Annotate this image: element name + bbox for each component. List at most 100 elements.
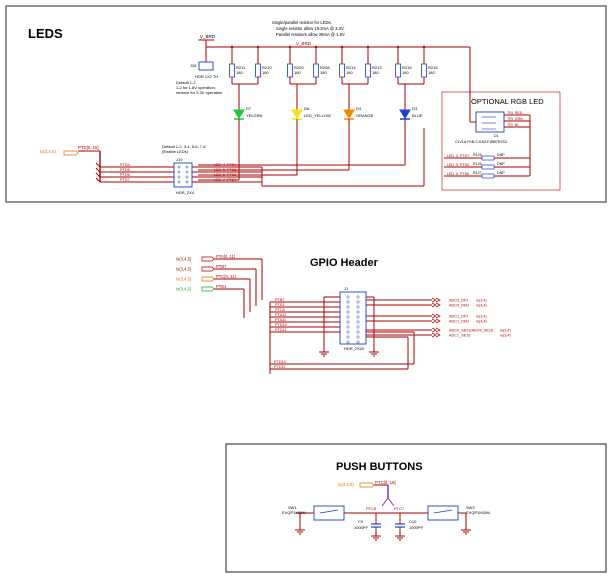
header-pin bbox=[346, 335, 350, 339]
ptd-bus-label: PTD[0..15] bbox=[78, 145, 99, 150]
resistor-ref: R214 bbox=[346, 65, 356, 70]
resistor-r213 bbox=[365, 63, 371, 78]
resistor-ref: R209 bbox=[294, 65, 304, 70]
rgb-resistor-ref: R126 bbox=[473, 162, 482, 166]
header-pin bbox=[346, 325, 350, 329]
c10-ground-symbol bbox=[395, 535, 405, 541]
resistor-value: 180 bbox=[428, 70, 435, 75]
led-d7-icon bbox=[233, 109, 245, 119]
buttons-bus-label: PTC[0..15] bbox=[375, 480, 396, 485]
header-pin bbox=[356, 310, 360, 314]
resistor-r125 bbox=[481, 155, 495, 161]
gpio-input-net: PTB7 bbox=[216, 264, 227, 269]
jumper-j26 bbox=[198, 61, 214, 71]
led-ref: D7 bbox=[246, 106, 252, 111]
led-name: LED_YELLOW bbox=[304, 113, 331, 118]
junction-dot bbox=[422, 45, 426, 49]
led-d4-icon bbox=[343, 109, 355, 119]
header-pin bbox=[346, 310, 350, 314]
gpio-bottom-net: PTD10 bbox=[274, 360, 286, 364]
resistor-ref: R216 bbox=[402, 65, 412, 70]
led-net-label: LED_6_PTD6 bbox=[214, 173, 236, 177]
sw2-ground-symbol bbox=[461, 529, 471, 535]
resistor-r126 bbox=[481, 164, 495, 170]
gpio-adc-io: io(3,4) bbox=[476, 320, 487, 324]
header-pin bbox=[346, 320, 350, 324]
junction-dot bbox=[366, 45, 370, 49]
gpio-io-label: io(3,4,5) bbox=[176, 257, 192, 262]
rgb-net-label: LED_5_PTD5 bbox=[447, 163, 469, 167]
resistor-ref: R215 bbox=[428, 65, 438, 70]
header-pin bbox=[356, 295, 360, 299]
j26-part: HDR 1X2 TH bbox=[195, 74, 218, 79]
sw1-ref: SW1 bbox=[288, 505, 297, 510]
gpio-port-arrow bbox=[431, 327, 441, 333]
gpio-input-port bbox=[201, 286, 215, 292]
resistor-value: 180 bbox=[320, 70, 327, 75]
gpio-adc-net: ADC0_DP1 bbox=[449, 299, 469, 303]
gpio-port-arrow bbox=[431, 297, 441, 303]
gpio-adc-net: ADC0_DM1 bbox=[449, 304, 469, 308]
vbrd-net-label: V_BRD bbox=[296, 41, 312, 46]
gpio-adc-net: ADC0_SE23/ADC0_SE16 bbox=[449, 329, 493, 333]
junction-dot bbox=[288, 45, 292, 49]
header-pin bbox=[356, 330, 360, 334]
gpio-left-net: PTA10 bbox=[275, 313, 286, 317]
vbrd-label: V_BRD bbox=[200, 34, 216, 39]
leds-title: LEDS bbox=[28, 26, 63, 41]
junction-dot bbox=[314, 45, 318, 49]
gpio-title: GPIO Header bbox=[310, 257, 379, 269]
resistor-value: 180 bbox=[372, 70, 379, 75]
led-d3-icon bbox=[399, 109, 411, 119]
header-pin bbox=[185, 165, 189, 169]
bus-entry bbox=[95, 172, 101, 178]
rgb-resistor-value: DNP bbox=[497, 162, 505, 166]
header-pin bbox=[346, 305, 350, 309]
gpio-bottom-net: PTD11 bbox=[274, 365, 286, 369]
led-name: ORANGE bbox=[356, 113, 374, 118]
gpio-input-net: PTC[0..11] bbox=[216, 274, 236, 279]
header-pin bbox=[346, 315, 350, 319]
gpio-left-net: PTC6 bbox=[275, 308, 285, 312]
gpio-input-net: PTE4 bbox=[216, 284, 227, 289]
ptd-bus-port bbox=[63, 150, 79, 156]
sw2-ref: SW2 bbox=[466, 505, 475, 510]
header-pin bbox=[346, 340, 350, 344]
gpio-left-net: PTE4 bbox=[275, 303, 285, 307]
resistor-r127 bbox=[481, 173, 495, 179]
c9-ref: C9 bbox=[358, 519, 364, 524]
j19-note-2: (Enable LEDs) bbox=[162, 149, 189, 154]
header-pin bbox=[356, 315, 360, 319]
buttons-title: PUSH BUTTONS bbox=[336, 461, 423, 473]
gpio-adc-io: io(3,4) bbox=[500, 329, 511, 333]
gpio-left-ground-symbol bbox=[319, 351, 329, 357]
rgb-net-label: LED_4_PTD7 bbox=[447, 154, 469, 158]
leds-panel: LEDS Single/parallel resistor for LEDs. … bbox=[5, 5, 607, 203]
rgb-net-label: LED_6_PTD6 bbox=[447, 172, 469, 176]
resistor-value: 180 bbox=[346, 70, 353, 75]
header-pin bbox=[356, 325, 360, 329]
resistor-value: 180 bbox=[236, 70, 243, 75]
header-pin bbox=[356, 305, 360, 309]
header-pin bbox=[177, 175, 181, 179]
resistor-value: 180 bbox=[294, 70, 301, 75]
resistor-r216 bbox=[395, 63, 401, 78]
buttons-frame bbox=[225, 443, 607, 573]
leds-note-2: Single resistor allow 19.2mA @ 3.3V, bbox=[276, 26, 345, 31]
gpio-port-arrow bbox=[431, 332, 441, 338]
ptd-net-label: PTD5 bbox=[120, 168, 130, 172]
sw1-ground-symbol bbox=[295, 529, 305, 535]
gpio-input-ports: io(3,4,5)PTA[0..11]io(3,4,5)PTB7io(3,4,5… bbox=[176, 254, 263, 318]
j26-note-3: remove for 3.3V operation bbox=[176, 90, 222, 95]
gpio-left-net: PTD10 bbox=[275, 323, 287, 327]
rgb-resistor-value: DNP bbox=[497, 153, 505, 157]
header-pin bbox=[346, 330, 350, 334]
gpio-section: GPIO Header io(3,4,5)PTA[0..11]io(3,4,5)… bbox=[176, 254, 511, 374]
header-pin bbox=[177, 165, 181, 169]
junction-dot bbox=[230, 45, 234, 49]
c9-val: 1000PF bbox=[354, 525, 369, 530]
header-pin bbox=[185, 175, 189, 179]
gpio-adc-net: ADC1_DM1 bbox=[449, 320, 469, 324]
